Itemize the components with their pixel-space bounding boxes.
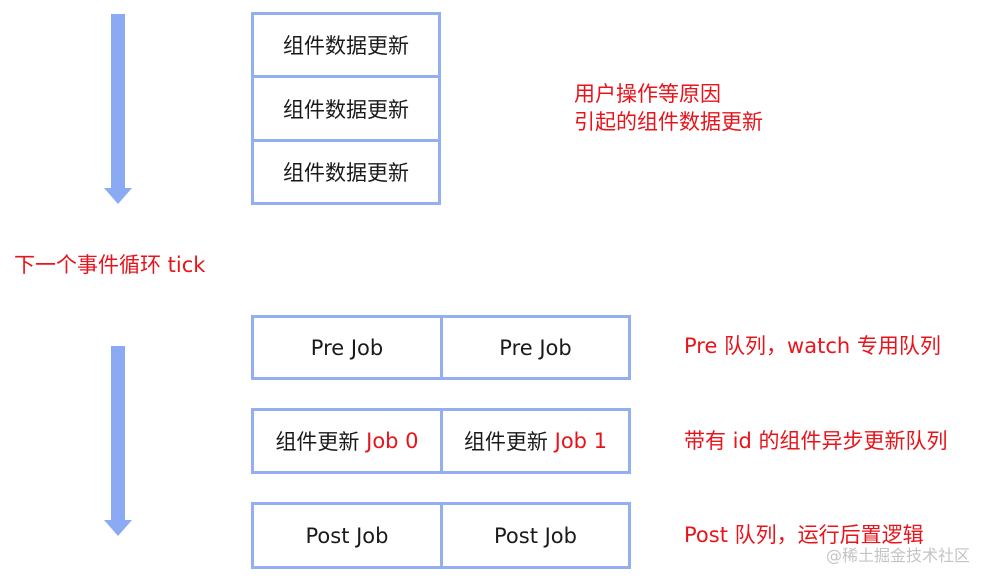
component-update-label: 组件更新 — [275, 430, 367, 454]
post-job-cell: Post Job — [440, 502, 631, 569]
pre-job-cell: Pre Job — [440, 315, 631, 380]
component-update-job-row: 组件更新 Job 0 组件更新 Job 1 — [251, 408, 631, 474]
pre-job-cell: Pre Job — [251, 315, 443, 380]
component-data-update-cell: 组件数据更新 — [251, 139, 441, 205]
job-id-label: Job 0 — [366, 429, 419, 453]
top-annotation-line2: 引起的组件数据更新 — [574, 110, 763, 134]
post-job-row: Post Job Post Job — [251, 502, 631, 569]
post-job-cell: Post Job — [251, 502, 443, 569]
component-data-update-cell: 组件数据更新 — [251, 12, 441, 78]
component-update-job-cell: 组件更新 Job 0 — [251, 408, 443, 474]
next-tick-label: 下一个事件循环 tick — [14, 253, 206, 277]
top-annotation-line1: 用户操作等原因 — [574, 82, 721, 106]
component-data-update-stack: 组件数据更新 组件数据更新 组件数据更新 — [251, 12, 441, 205]
component-update-label: 组件更新 — [463, 430, 555, 454]
flow-arrow-top — [104, 14, 132, 204]
component-update-job-cell: 组件更新 Job 1 — [440, 408, 631, 474]
component-queue-annotation: 带有 id 的组件异步更新队列 — [684, 429, 948, 453]
component-data-update-cell: 组件数据更新 — [251, 75, 441, 142]
flow-arrow-bottom — [104, 346, 132, 536]
pre-queue-annotation: Pre 队列，watch 专用队列 — [684, 334, 941, 358]
pre-job-row: Pre Job Pre Job — [251, 315, 631, 380]
job-id-label: Job 1 — [554, 429, 608, 453]
post-queue-annotation: Post 队列，运行后置逻辑 — [684, 523, 924, 547]
watermark: @稀土掘金技术社区 — [826, 546, 971, 565]
